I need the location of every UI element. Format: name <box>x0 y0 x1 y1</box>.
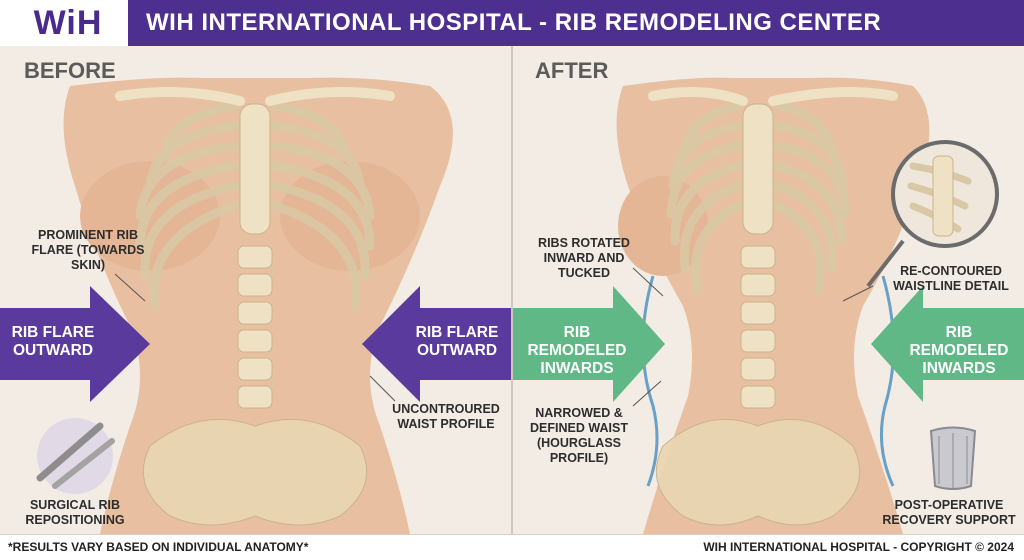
annotation-recontoured-detail: RE-CONTOURED WAISTLINE DETAIL <box>893 264 1009 293</box>
magnifier-detail-icon <box>866 140 999 288</box>
arrow-rib-remodeled-right-label: RIB REMODELED INWARDS <box>909 324 1009 377</box>
arrow-rib-remodeled-left: RIB REMODELED INWARDS <box>513 308 665 378</box>
panel-divider <box>511 46 513 534</box>
annotation-uncontoured-waist: UNCONTROURED WAIST PROFILE <box>392 402 500 431</box>
disclaimer: *RESULTS VARY BASED ON INDIVIDUAL ANATOM… <box>8 540 309 554</box>
before-panel: BEFORE PROMINENT RIB FLARE (TOWARDS SKIN… <box>0 46 511 534</box>
caption-surgical-rib-repositioning: SURGICAL RIB REPOSITIONING <box>25 498 125 527</box>
copyright: WIH INTERNATIONAL HOSPITAL - COPYRIGHT ©… <box>703 540 1014 554</box>
arrow-rib-flare-right-label: RIB FLARE OUTWARD <box>415 324 499 359</box>
header: WiH WIH INTERNATIONAL HOSPITAL - RIB REM… <box>0 0 1024 46</box>
scalpel-icon <box>36 418 115 494</box>
page-title: WIH INTERNATIONAL HOSPITAL - RIB REMODEL… <box>146 9 882 36</box>
arrow-rib-flare-right: RIB FLARE OUTWARD <box>362 308 511 378</box>
after-torso-illustration <box>513 77 1024 534</box>
footer: *RESULTS VARY BASED ON INDIVIDUAL ANATOM… <box>0 534 1024 560</box>
after-label: AFTER <box>535 58 609 83</box>
caption-post-operative-support: POST-OPERATIVE RECOVERY SUPPORT <box>882 498 1016 527</box>
title-bar: WIH INTERNATIONAL HOSPITAL - RIB REMODEL… <box>128 0 1024 46</box>
arrow-rib-remodeled-left-label: RIB REMODELED INWARDS <box>527 324 627 377</box>
before-label: BEFORE <box>24 58 116 83</box>
arrow-rib-flare-left-label: RIB FLARE OUTWARD <box>11 324 95 359</box>
after-panel: AFTER RIBS ROTATED INWARD AND TUCKED RE-… <box>513 46 1024 534</box>
arrow-rib-remodeled-right: RIB REMODELED INWARDS <box>871 308 1024 378</box>
compression-garment-icon <box>929 426 977 490</box>
annotation-narrowed-waist: NARROWED & DEFINED WAIST (HOURGLASS PROF… <box>530 406 628 465</box>
annotation-ribs-rotated: RIBS ROTATED INWARD AND TUCKED <box>538 236 630 280</box>
arrow-rib-flare-left: RIB FLARE OUTWARD <box>0 308 150 378</box>
logo: WiH <box>33 3 103 42</box>
annotation-prominent-rib-flare: PROMINENT RIB FLARE (TOWARDS SKIN) <box>31 228 145 272</box>
before-torso-illustration <box>0 77 511 534</box>
